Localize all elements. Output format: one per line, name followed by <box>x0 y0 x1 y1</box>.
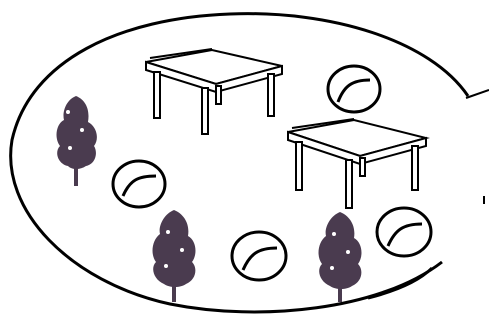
table-leg <box>268 74 274 116</box>
ball-2 <box>113 161 165 207</box>
pointer-line <box>466 90 489 98</box>
table-leg <box>412 146 418 190</box>
table-leg <box>360 158 365 176</box>
tree-2 <box>153 210 196 302</box>
ball-4 <box>377 208 431 256</box>
tree-3 <box>319 212 362 302</box>
table-leg <box>202 88 208 134</box>
table-leg <box>154 72 160 118</box>
ball-1 <box>328 66 380 112</box>
table-leg <box>216 86 221 104</box>
table-leg <box>346 160 352 208</box>
table-2 <box>288 119 426 208</box>
ball-3 <box>232 232 286 280</box>
table-leg <box>296 142 302 190</box>
tree-1 <box>57 96 97 186</box>
table-1 <box>146 49 282 134</box>
